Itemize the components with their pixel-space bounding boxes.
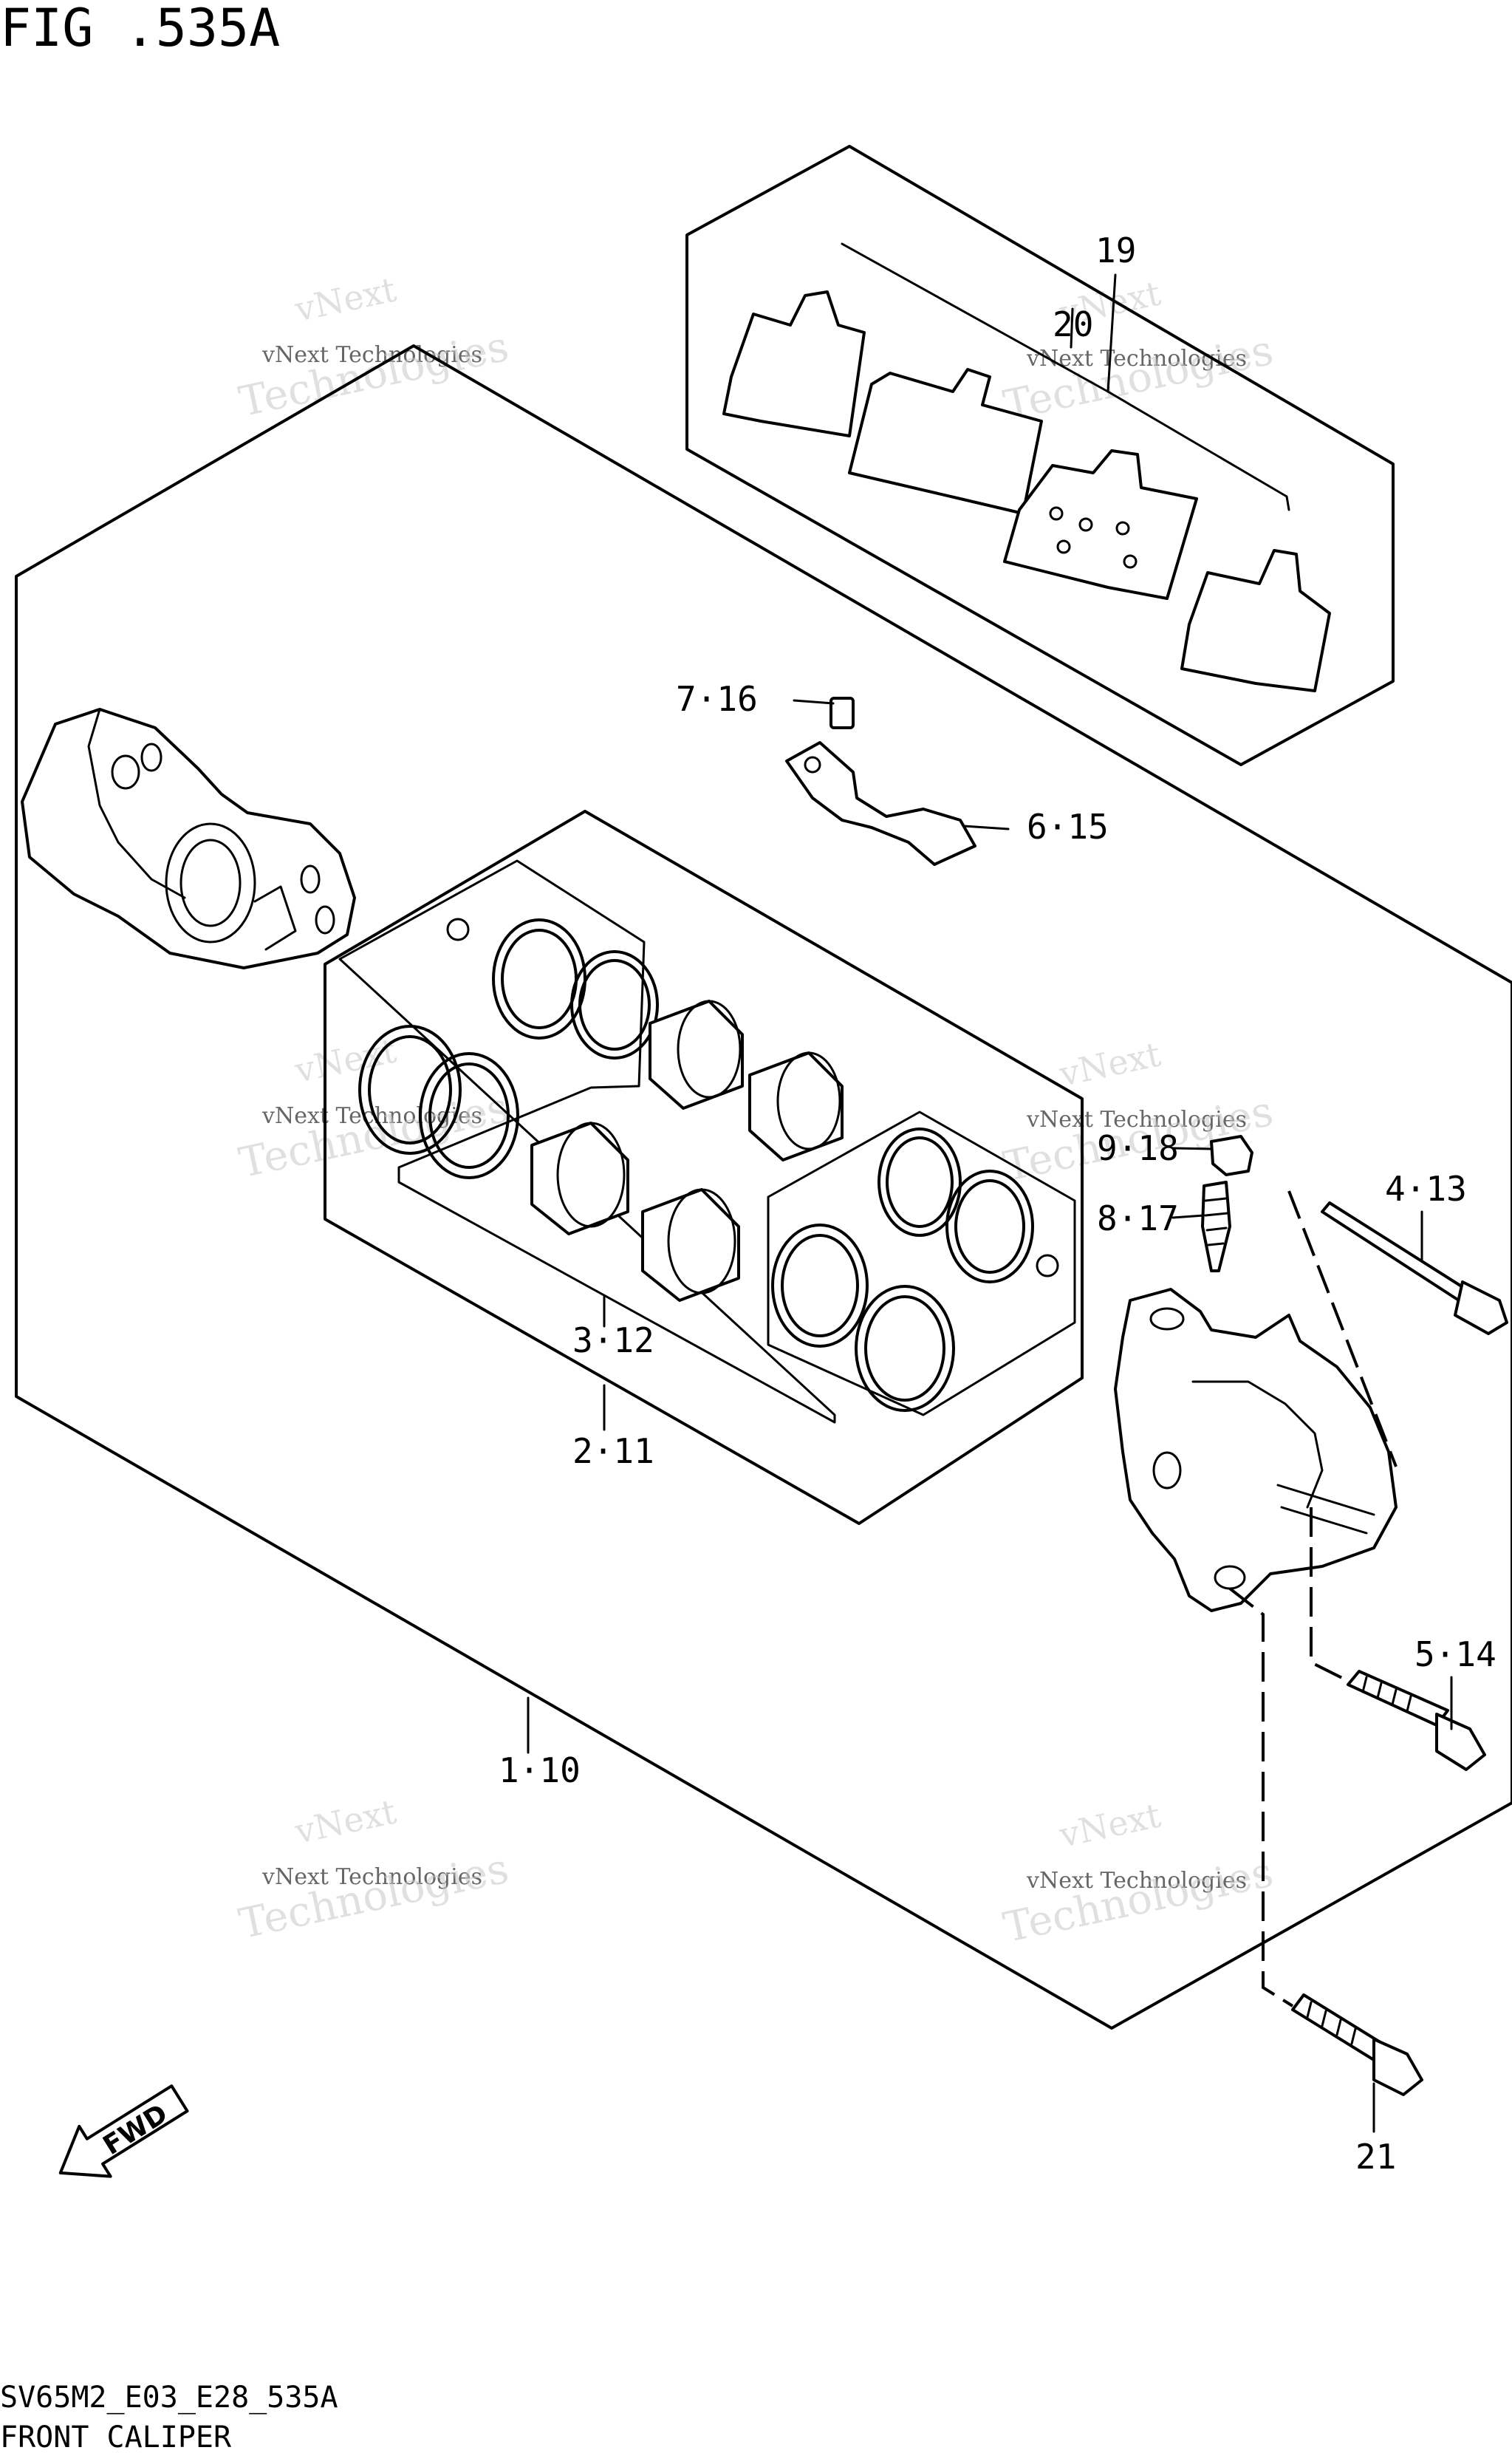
pad-shim-1 [722, 290, 866, 437]
pad-shim-2 [1180, 549, 1331, 692]
pad-pin [1321, 1201, 1508, 1335]
callout-8-17: 8·17 [1097, 1198, 1179, 1238]
mounting-bolt-upper [1347, 1670, 1486, 1771]
callout-1-10: 1·10 [499, 1750, 581, 1790]
callout-19: 19 [1095, 231, 1136, 270]
watermark-line-2: vNext Technologies [261, 1864, 482, 1890]
pin-axis [1287, 1190, 1398, 1467]
caliper-body-left [21, 708, 356, 969]
watermark-line-2: vNext Technologies [1026, 1107, 1247, 1133]
watermark: vNext vNext Technologies Technologies [235, 269, 513, 426]
bleeder-cap [1210, 1135, 1253, 1176]
watermark: vNext vNext Technologies Technologies [999, 273, 1277, 430]
watermark: vNext vNext Technologies Technologies [235, 1791, 513, 1948]
watermark-line-1: vNext [1056, 1034, 1165, 1094]
pad-2 [1003, 449, 1198, 600]
callout-9-18: 9·18 [1097, 1128, 1179, 1168]
callout-6-15: 6·15 [1027, 807, 1109, 847]
watermark-line-3: Technologies [235, 323, 513, 427]
leader-7-16 [793, 699, 835, 705]
watermark-line-1: vNext [291, 269, 400, 330]
watermark-line-3: Technologies [235, 1845, 513, 1949]
caliper-assembly-outline [15, 344, 1512, 2030]
leader-9-18 [1171, 1147, 1213, 1150]
pistons [530, 1000, 844, 1302]
footer-code: SV65M2_E03_E28_535A [0, 2381, 338, 2415]
pad-pin-screw [829, 697, 855, 729]
pad-set-outline [685, 145, 1395, 766]
leader-6-15 [962, 825, 1010, 830]
watermark-line-2: vNext Technologies [1026, 1868, 1247, 1894]
footer-caption: FRONT CALIPER [0, 2420, 232, 2453]
callout-7-16: 7·16 [676, 679, 758, 719]
watermark-line-1: vNext [291, 1791, 400, 1852]
callout-4-13: 4·13 [1385, 1169, 1467, 1209]
fwd-arrow: FWD [58, 2084, 189, 2178]
mounting-bolt-lower [1291, 1993, 1423, 2096]
leader-19-stem [1106, 273, 1117, 393]
seal-rings-left [358, 918, 659, 1179]
bleeder-valve [1201, 1135, 1253, 1272]
callout-21: 21 [1355, 2137, 1396, 2177]
brake-pad-set [722, 290, 1331, 692]
caliper-body-right [1114, 1288, 1398, 1612]
pad-1 [848, 368, 1043, 515]
leader-20 [1070, 307, 1074, 349]
callout-20: 20 [1053, 304, 1093, 344]
leader-8-17 [1171, 1214, 1205, 1219]
pad-spring [785, 697, 976, 866]
figure-title: FIG .535A [0, 0, 280, 58]
watermark-line-3: Technologies [999, 327, 1277, 431]
watermark-line-1: vNext [1056, 1795, 1165, 1855]
bolt-axis-upper [1310, 1507, 1349, 1682]
callout-2-11: 2·11 [572, 1431, 654, 1471]
callout-5-14: 5·14 [1414, 1634, 1496, 1674]
bolt-axis-lower [1228, 1587, 1294, 2007]
leader-19 [841, 242, 1290, 511]
watermark-line-1: vNext [291, 1030, 400, 1091]
watermark-line-3: Technologies [999, 1849, 1277, 1953]
seal-kit-outline [324, 810, 1084, 1525]
piston-set-outline [338, 859, 836, 1424]
watermark: vNext vNext Technologies Technologies [999, 1795, 1277, 1952]
seal-rings-right [767, 1110, 1076, 1416]
callout-3-12: 3·12 [572, 1320, 654, 1360]
